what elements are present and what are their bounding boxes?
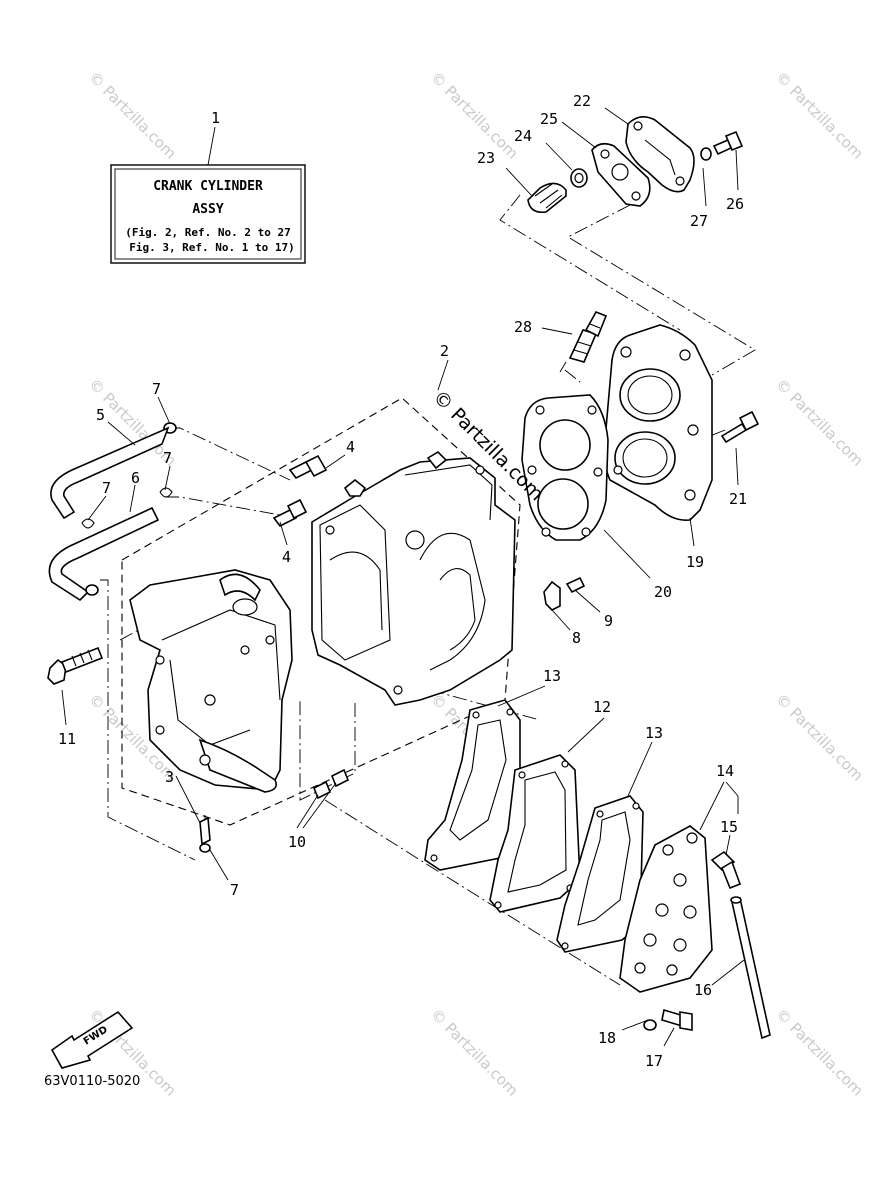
part-12-exhaust-plate	[489, 754, 581, 913]
connection-lines	[100, 194, 756, 986]
callout-15: 15	[720, 818, 738, 836]
callout-7-bottom: 7	[230, 881, 239, 899]
callout-21: 21	[729, 490, 747, 508]
cylinder-block	[311, 450, 516, 706]
part-27-washer	[700, 147, 712, 161]
part-11-bolt	[47, 646, 104, 685]
callout-16: 16	[694, 981, 712, 999]
info-box: 1 CRANK CYLINDER ASSY (Fig. 2, Ref. No. …	[110, 109, 306, 264]
callout-19: 19	[686, 553, 704, 571]
part-7-clip-lower	[199, 843, 211, 853]
watermark: © Partzilla.com	[772, 375, 867, 470]
callout-25: 25	[540, 110, 558, 128]
part-21-bolt	[720, 410, 760, 444]
callout-28: 28	[514, 318, 532, 336]
callout-6: 6	[131, 469, 140, 487]
part-20-head-gasket	[521, 394, 609, 541]
callout-13-left: 13	[543, 667, 561, 685]
part-4-fitting-upper	[288, 454, 328, 480]
callout-27: 27	[690, 212, 708, 230]
callout-7-middle: 7	[163, 449, 172, 467]
part-10-dowel-pins	[312, 768, 350, 800]
callout-3: 3	[165, 768, 174, 786]
callout-numbers: 2 3 4 4 5 6 7 7 7 7 8 9 10 11 12 13 13 1…	[58, 92, 747, 1070]
callout-8: 8	[572, 629, 581, 647]
callout-7-top: 7	[152, 380, 161, 398]
part-23-thermostat	[527, 182, 567, 214]
callout-2: 2	[440, 342, 449, 360]
callout-20: 20	[654, 583, 672, 601]
part-16-hose	[730, 896, 771, 1040]
part-22-thermostat-cover	[625, 116, 695, 193]
callout-24: 24	[514, 127, 532, 145]
info-box-title: CRANK CYLINDER	[153, 179, 263, 194]
watermark: © Partzilla.com	[85, 68, 180, 163]
callout-18: 18	[598, 1029, 616, 1047]
part-4-fitting-lower	[272, 498, 308, 528]
watermark: © Partzilla.com	[772, 1005, 867, 1100]
part-9-screw	[565, 576, 586, 594]
crankcase	[129, 569, 293, 793]
part-28-spark-plug	[559, 310, 608, 373]
callout-23: 23	[477, 149, 495, 167]
callout-13-right: 13	[645, 724, 663, 742]
callout-4-lower: 4	[282, 548, 291, 566]
watermark: © Partzilla.com	[772, 690, 867, 785]
part-25-gasket	[591, 142, 651, 207]
callout-22: 22	[573, 92, 591, 110]
part-19-cylinder-head	[603, 324, 713, 522]
callout-17: 17	[645, 1052, 663, 1070]
info-box-subtitle: ASSY	[192, 202, 223, 217]
part-14-outer-cover	[619, 825, 713, 993]
part-15-fitting	[710, 850, 742, 890]
callout-12: 12	[593, 698, 611, 716]
diagram-code: 63V0110-5020	[44, 1074, 140, 1089]
callout-26: 26	[726, 195, 744, 213]
callout-5: 5	[96, 406, 105, 424]
callout-14: 14	[716, 762, 734, 780]
info-box-ref-fig2: (Fig. 2, Ref. No. 2 to 27	[125, 226, 291, 239]
part-7-clip-middle	[159, 487, 173, 498]
part-3-screw	[199, 816, 211, 846]
part-26-bolt	[712, 130, 744, 156]
part-7-clip-left	[81, 518, 95, 529]
watermark: © Partzilla.com	[772, 68, 867, 163]
watermark: © Partzilla.com	[427, 68, 522, 163]
callout-4-upper: 4	[346, 438, 355, 456]
callout-11: 11	[58, 730, 76, 748]
fwd-arrow: FWD	[50, 1010, 134, 1069]
callout-9: 9	[604, 612, 613, 630]
callout-10: 10	[288, 833, 306, 851]
part-24-ring	[570, 168, 588, 188]
part-17-bolt	[661, 1008, 693, 1031]
callout-7-left: 7	[102, 479, 111, 497]
part-8-clip	[543, 580, 561, 611]
callout-1: 1	[211, 109, 220, 127]
info-box-ref-fig3: Fig. 3, Ref. No. 1 to 17)	[129, 241, 295, 254]
part-6-hose	[48, 506, 160, 602]
part-18-washer	[643, 1019, 657, 1031]
watermark: © Partzilla.com	[427, 1005, 522, 1100]
part-5-hose	[50, 426, 170, 520]
leader-lines	[61, 107, 745, 1047]
